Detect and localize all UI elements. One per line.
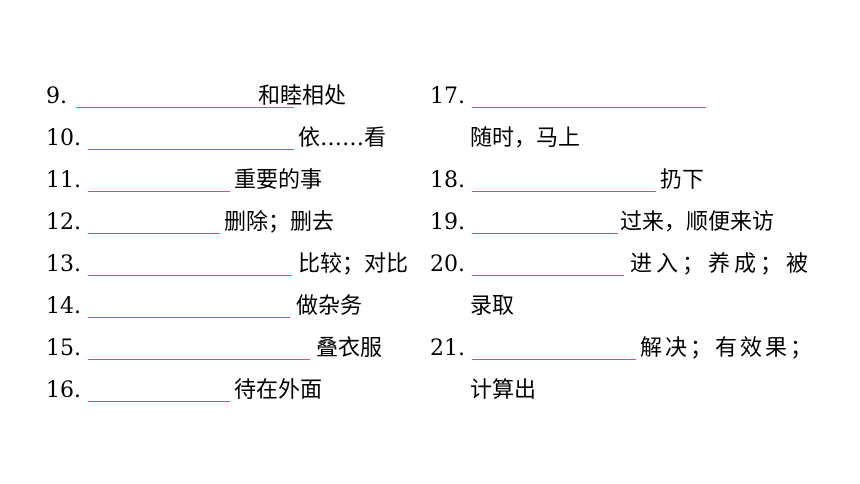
item-meaning: 和睦相处 (258, 84, 347, 109)
answer-blank[interactable] (472, 359, 636, 360)
answer-blank[interactable] (472, 191, 656, 192)
item-number: 21. (430, 336, 465, 361)
item-number: 15. (46, 336, 81, 361)
item-meaning: 比较；对比 (298, 252, 409, 277)
answer-blank[interactable] (76, 107, 294, 108)
item-number: 11. (46, 168, 81, 193)
item-meaning: 待在外面 (234, 378, 323, 403)
item-meaning: 过来，顺便来访 (620, 210, 775, 235)
item-number: 12. (46, 210, 81, 235)
item-meaning: 做杂务 (296, 294, 363, 319)
item-number: 19. (430, 210, 465, 235)
answer-blank[interactable] (472, 233, 618, 234)
item-meaning: 进入；养成；被 (630, 252, 813, 277)
item-meaning: 扔下 (660, 168, 705, 193)
item-meaning: 叠衣服 (316, 336, 383, 361)
answer-blank[interactable] (472, 107, 706, 108)
answer-blank[interactable] (88, 275, 292, 276)
item-meaning: 依……看 (298, 126, 387, 151)
item-meaning: 重要的事 (234, 168, 323, 193)
item-number: 17. (430, 84, 465, 109)
item-meaning: 删除；删去 (224, 210, 335, 235)
answer-blank[interactable] (88, 233, 220, 234)
answer-blank[interactable] (88, 191, 230, 192)
item-number: 13. (46, 252, 81, 277)
answer-blank[interactable] (472, 275, 624, 276)
answer-blank[interactable] (88, 317, 290, 318)
item-number: 10. (46, 126, 81, 151)
item-number: 18. (430, 168, 465, 193)
answer-blank[interactable] (88, 401, 230, 402)
item-number: 16. (46, 378, 81, 403)
item-meaning: 随时，马上 (470, 126, 581, 151)
item-number: 20. (430, 252, 465, 277)
answer-blank[interactable] (88, 149, 294, 150)
item-number: 9. (46, 84, 67, 109)
item-number: 14. (46, 294, 81, 319)
item-meaning: 解决；有效果； (640, 336, 816, 361)
answer-blank[interactable] (88, 359, 310, 360)
item-meaning: 计算出 (470, 378, 537, 403)
item-meaning: 录取 (470, 294, 515, 319)
